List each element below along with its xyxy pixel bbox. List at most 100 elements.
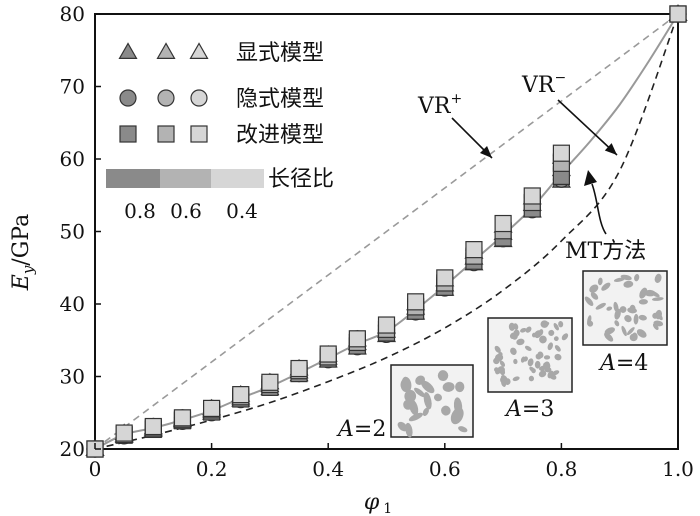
inset-particle	[621, 325, 627, 337]
inset-microstructure	[390, 364, 474, 438]
inset-particle	[520, 356, 526, 363]
inset-particle	[595, 302, 606, 310]
y-axis-label-unit: /GPa	[9, 214, 34, 266]
inset-label: A=4	[598, 351, 648, 376]
inset-particle	[614, 308, 621, 320]
inset-label: A=3	[504, 397, 554, 422]
inset-particle	[441, 405, 451, 416]
x-tick-label: 0.2	[196, 457, 228, 481]
inset-particle	[558, 320, 564, 328]
inset-particle	[540, 320, 549, 328]
x-tick-label: 0.8	[545, 457, 577, 481]
x-tick-label: 0.4	[312, 457, 344, 481]
vr-plus-arrow-head	[479, 145, 492, 158]
inset-particle	[553, 336, 559, 342]
annotations: VR+ VR− MT方法	[417, 70, 646, 264]
inset-label-symbol: A	[504, 397, 522, 422]
inset-particle	[537, 351, 544, 359]
inset-particle	[531, 368, 536, 374]
inset-particle	[494, 345, 501, 353]
inset-particle	[652, 312, 659, 319]
inset-particle	[509, 332, 517, 340]
inset-particle	[553, 322, 559, 331]
inset-particle	[619, 306, 627, 313]
inset-particle	[524, 345, 532, 351]
aspect-shade-swatch	[160, 169, 211, 188]
y-tick-label: 80	[60, 2, 85, 26]
inset-particle	[414, 387, 426, 398]
inset-particle	[528, 375, 535, 382]
data-point-square	[669, 5, 687, 23]
inset-particle	[527, 358, 534, 367]
vr-minus-annotation: VR−	[521, 70, 566, 98]
y-tick-label: 50	[60, 220, 85, 244]
data-point-square	[203, 399, 221, 417]
inset-particle	[534, 360, 541, 369]
inset-particle	[548, 329, 555, 336]
legend-label-square: 改进模型	[236, 123, 324, 148]
inset-particle	[638, 314, 647, 321]
legend-marker-circle	[119, 89, 137, 107]
legend-label-triangle: 显式模型	[236, 41, 324, 66]
data-point-square	[173, 409, 192, 427]
inset-microstructure	[582, 270, 668, 346]
inset-particle	[632, 332, 638, 341]
inset-particle	[421, 380, 435, 394]
inset-particle	[397, 421, 408, 432]
inset-particle	[404, 389, 417, 403]
microstructure-insets: A=2A=3A=4	[336, 270, 668, 442]
inset-label-symbol: A	[336, 417, 354, 442]
inset-particle	[516, 338, 525, 346]
inset-particle	[408, 399, 419, 416]
inset-microstructure	[487, 317, 573, 393]
data-point-square	[144, 417, 162, 436]
inset-particle	[525, 326, 532, 333]
inset-particle	[538, 329, 544, 336]
inset-particle	[604, 327, 615, 335]
inset-particle	[613, 277, 625, 282]
y-tick-label: 30	[60, 365, 85, 389]
inset-particle	[604, 332, 614, 342]
data-point-square	[290, 359, 308, 378]
inset-particle	[561, 333, 569, 341]
legend-aspect-value: 0.4	[226, 199, 258, 223]
legend-aspect-title: 长径比	[268, 167, 334, 192]
inset-particle	[634, 273, 640, 282]
aspect-shade-swatch	[106, 169, 160, 188]
inset-particle	[501, 379, 507, 387]
annotation-arrows	[451, 99, 618, 235]
inset-particle	[494, 367, 499, 373]
inset-particle	[458, 426, 468, 433]
y-tick-label: 20	[60, 437, 85, 461]
series-square-2	[86, 5, 687, 458]
vr-minus-bound	[94, 13, 679, 450]
inset-particle	[606, 306, 613, 311]
legend-marker-triangle	[118, 42, 138, 59]
legend-marker-square	[157, 125, 175, 143]
inset-particle	[520, 327, 527, 333]
inset-particle	[543, 355, 551, 360]
inset-particle	[512, 376, 520, 382]
inset-particle	[584, 296, 594, 306]
data-point-square	[436, 269, 454, 287]
legend-marker-square	[190, 125, 208, 143]
vr-plus-text: VR	[417, 94, 452, 119]
vr-plus-bound	[94, 13, 679, 450]
points-layer	[85, 4, 688, 458]
inset-particle	[433, 393, 443, 402]
bounds-layer	[94, 13, 679, 450]
legend-marker-circle	[190, 89, 208, 107]
data-point-square	[348, 330, 366, 348]
inset-particle	[554, 345, 561, 352]
inset-particle	[552, 370, 560, 375]
legend-aspect-value: 0.6	[170, 199, 202, 223]
inset-particle	[589, 284, 599, 293]
inset-label-value: =4	[616, 351, 648, 376]
inset-particle	[653, 320, 664, 327]
x-axis-label-symbol: φ	[364, 490, 380, 515]
vr-minus-text: VR	[521, 73, 556, 98]
